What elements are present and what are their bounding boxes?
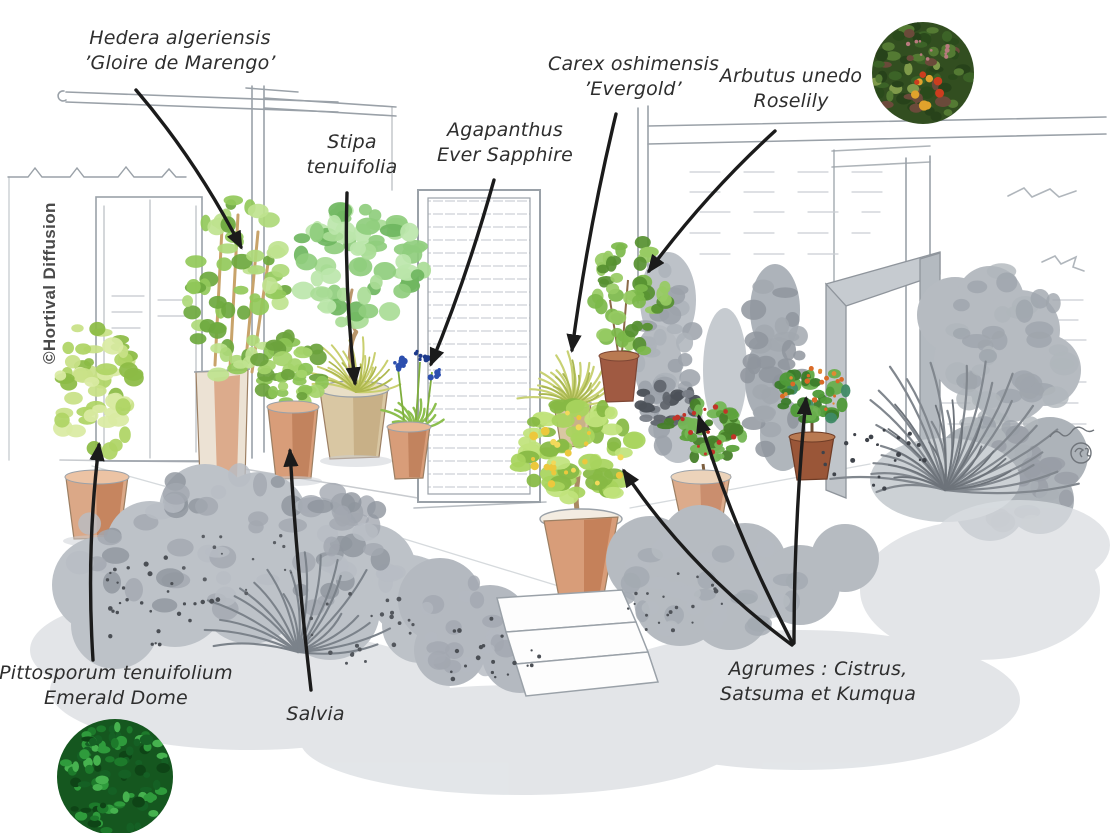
label-stipa-tenuifolia: Stipa tenuifolia bbox=[292, 130, 412, 179]
ground-washes bbox=[30, 500, 1110, 795]
label-pittosporum-tenuifolium: Pittosporum tenuifolium Emerald Dome bbox=[0, 661, 234, 710]
label-arbutus-unedo: Arbutus unedo Roselily bbox=[702, 64, 880, 113]
plant-citrus bbox=[509, 398, 646, 612]
artist-signature bbox=[1049, 426, 1095, 464]
label-line: Carex oshimensis bbox=[548, 53, 720, 75]
label-carex-oshimensis: Carex oshimensis ’Evergold’ bbox=[548, 52, 720, 101]
label-line: Roselily bbox=[753, 89, 829, 112]
label-line: ’Gloire de Marengo’ bbox=[84, 51, 276, 74]
label-agapanthus-ever-sapphire: Agapanthus Ever Sapphire bbox=[420, 118, 590, 167]
plant-agapanthus bbox=[380, 349, 445, 480]
arrow-agrumes-satsuma bbox=[696, 414, 795, 646]
label-salvia: Salvia bbox=[268, 702, 363, 727]
arbutus-berries-photo bbox=[872, 22, 974, 124]
gray-palm-grass bbox=[829, 360, 1080, 522]
plant-salvia bbox=[250, 329, 329, 486]
plant-tree-stipa bbox=[291, 202, 432, 467]
arrow-agapanthus bbox=[429, 178, 496, 367]
arrow-carex bbox=[566, 112, 618, 354]
label-line: Stipa bbox=[327, 131, 377, 153]
speckle-texture bbox=[105, 428, 927, 682]
label-line: Arbutus unedo bbox=[719, 65, 863, 87]
plant-arbutus bbox=[587, 236, 675, 403]
label-line: Agrumes : Cistrus, bbox=[728, 658, 908, 680]
arrow-salvia bbox=[283, 447, 313, 692]
label-hedera-algeriensis: Hedera algeriensis ’Gloire de Marengo’ bbox=[40, 26, 320, 75]
arbutus-photo-art bbox=[872, 22, 974, 124]
copyright-attribution: ©Hortival Diffusion bbox=[40, 202, 59, 364]
arrow-hedera bbox=[134, 88, 243, 250]
plant-kumquat bbox=[774, 366, 851, 481]
label-line: Pittosporum tenuifolium bbox=[0, 662, 233, 684]
pittosporum-photo-art bbox=[57, 719, 173, 833]
arrow-stipa bbox=[344, 191, 361, 387]
label-line: Hedera algeriensis bbox=[89, 27, 271, 49]
label-line: Emerald Dome bbox=[44, 686, 188, 709]
label-line: ’Evergold’ bbox=[584, 77, 682, 100]
label-line: tenuifolia bbox=[306, 155, 398, 178]
arrow-pittosporum bbox=[88, 441, 105, 662]
label-agrumes-citrus-group: Agrumes : Cistrus, Satsuma et Kumqua bbox=[706, 657, 930, 706]
label-line: Salvia bbox=[286, 703, 345, 725]
arrow-agrumes-kumquat bbox=[792, 395, 813, 645]
pencil-architecture bbox=[7, 85, 1107, 617]
label-line: Agapanthus bbox=[447, 119, 563, 141]
pittosporum-foliage-photo bbox=[57, 719, 173, 833]
label-line: Satsuma et Kumqua bbox=[719, 682, 917, 705]
patio-steps bbox=[496, 589, 660, 697]
label-line: Ever Sapphire bbox=[436, 143, 574, 166]
arrow-agrumes-citrus bbox=[622, 468, 794, 647]
arrow-arbutus bbox=[647, 129, 777, 274]
annotation-arrows bbox=[88, 88, 813, 692]
